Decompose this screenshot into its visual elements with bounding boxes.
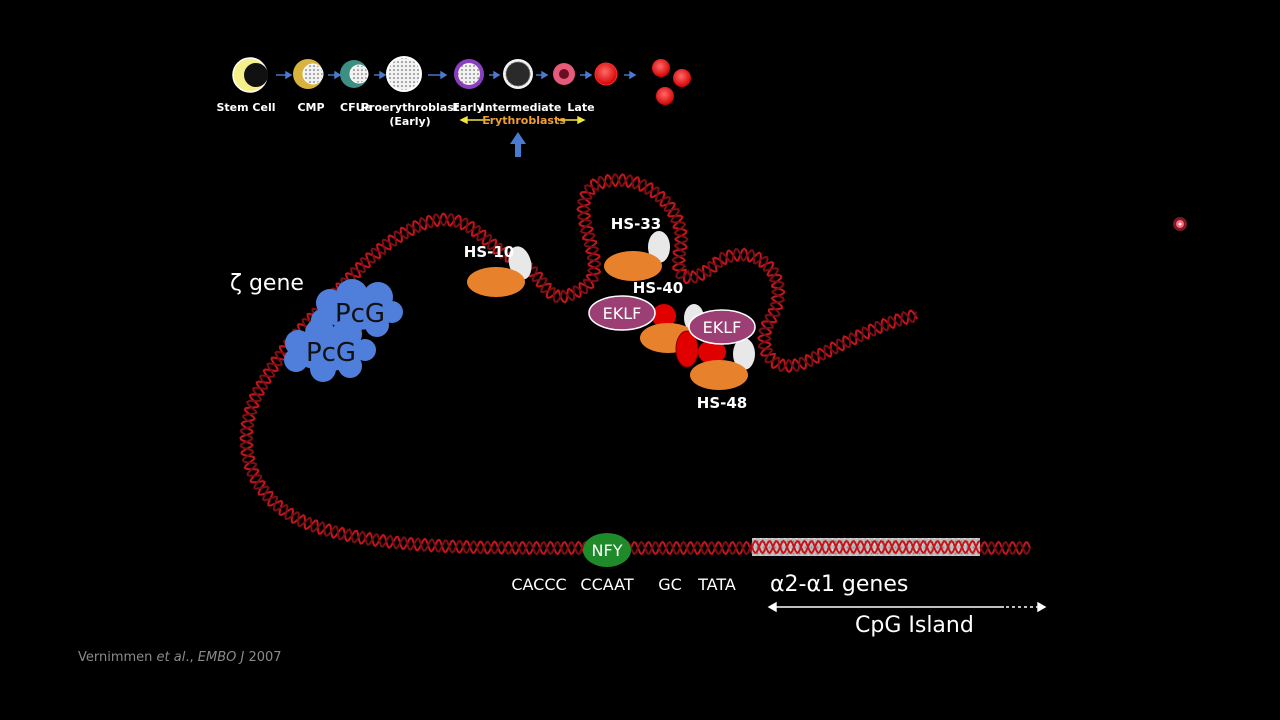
hs40-label: HS-40 — [633, 279, 683, 297]
zeta-gene-label: ζ gene — [230, 271, 304, 296]
late-erythroblast-icon — [553, 63, 575, 85]
promoter-gc: GC — [658, 575, 682, 594]
reticulocyte-icon — [594, 62, 618, 86]
pcg-label-lower: PcG — [306, 338, 356, 368]
stage-label-proerythroblast-sub: (Early) — [389, 115, 430, 128]
proerythroblast-cell-icon — [386, 56, 422, 92]
stage-arrows — [276, 70, 637, 80]
cpg-island-range-arrow — [767, 601, 1047, 613]
early-erythroblast-icon — [454, 59, 484, 89]
stem-cell-icon — [232, 57, 268, 93]
hs10-label: HS-10 — [464, 243, 514, 261]
hs33-label: HS-33 — [611, 215, 661, 233]
eklf-protein-left: EKLF — [588, 295, 656, 331]
nfy-protein: NFY — [583, 533, 631, 567]
hs10-element — [467, 246, 532, 297]
intermediate-erythroblast-icon — [503, 59, 533, 89]
stage-label-stem-cell: Stem Cell — [216, 101, 275, 114]
promoter-tata: TATA — [697, 575, 736, 594]
red-blood-cells-icon — [652, 59, 691, 105]
promoter-ccaat: CCAAT — [580, 575, 633, 594]
stage-label-intermediate: Intermediate — [481, 101, 562, 114]
cpg-island-box — [751, 538, 981, 556]
pcg-complex-lower: PcG — [284, 318, 376, 382]
stage-label-late: Late — [567, 101, 594, 114]
cfue-cell-icon — [340, 60, 369, 88]
cpg-island-label: CpG Island — [855, 613, 974, 638]
stage-label-cfue: CFUe — [340, 101, 372, 114]
stage-label-early: Early — [452, 101, 483, 114]
cmp-cell-icon — [293, 59, 324, 89]
stage-label-proerythroblast: Proerythroblast — [361, 101, 459, 114]
citation: Vernimmen et al., EMBO J 2007 — [78, 650, 282, 665]
citation-journal: EMBO J — [197, 650, 245, 665]
eklf-label-left: EKLF — [603, 304, 642, 323]
hs33-element — [604, 231, 670, 281]
promoter-caccc: CACCC — [511, 575, 566, 594]
eklf-label-right: EKLF — [703, 318, 742, 337]
citation-etal: et al — [156, 650, 186, 665]
hematopoiesis-strip: Stem Cell CMP CFUe Proerythroblast (Earl… — [216, 56, 691, 157]
erythroblasts-label: Erythroblasts — [482, 114, 566, 127]
laser-pointer-icon — [1173, 217, 1187, 231]
alpha-genes-label: α2-α1 genes — [770, 572, 908, 597]
eklf-protein-right: EKLF — [688, 309, 756, 345]
stage-label-cmp: CMP — [297, 101, 324, 114]
nfy-label: NFY — [592, 541, 623, 560]
current-stage-up-arrow — [510, 132, 526, 157]
hs48-label: HS-48 — [697, 394, 747, 412]
erythroblasts-range-arrow — [459, 115, 586, 125]
